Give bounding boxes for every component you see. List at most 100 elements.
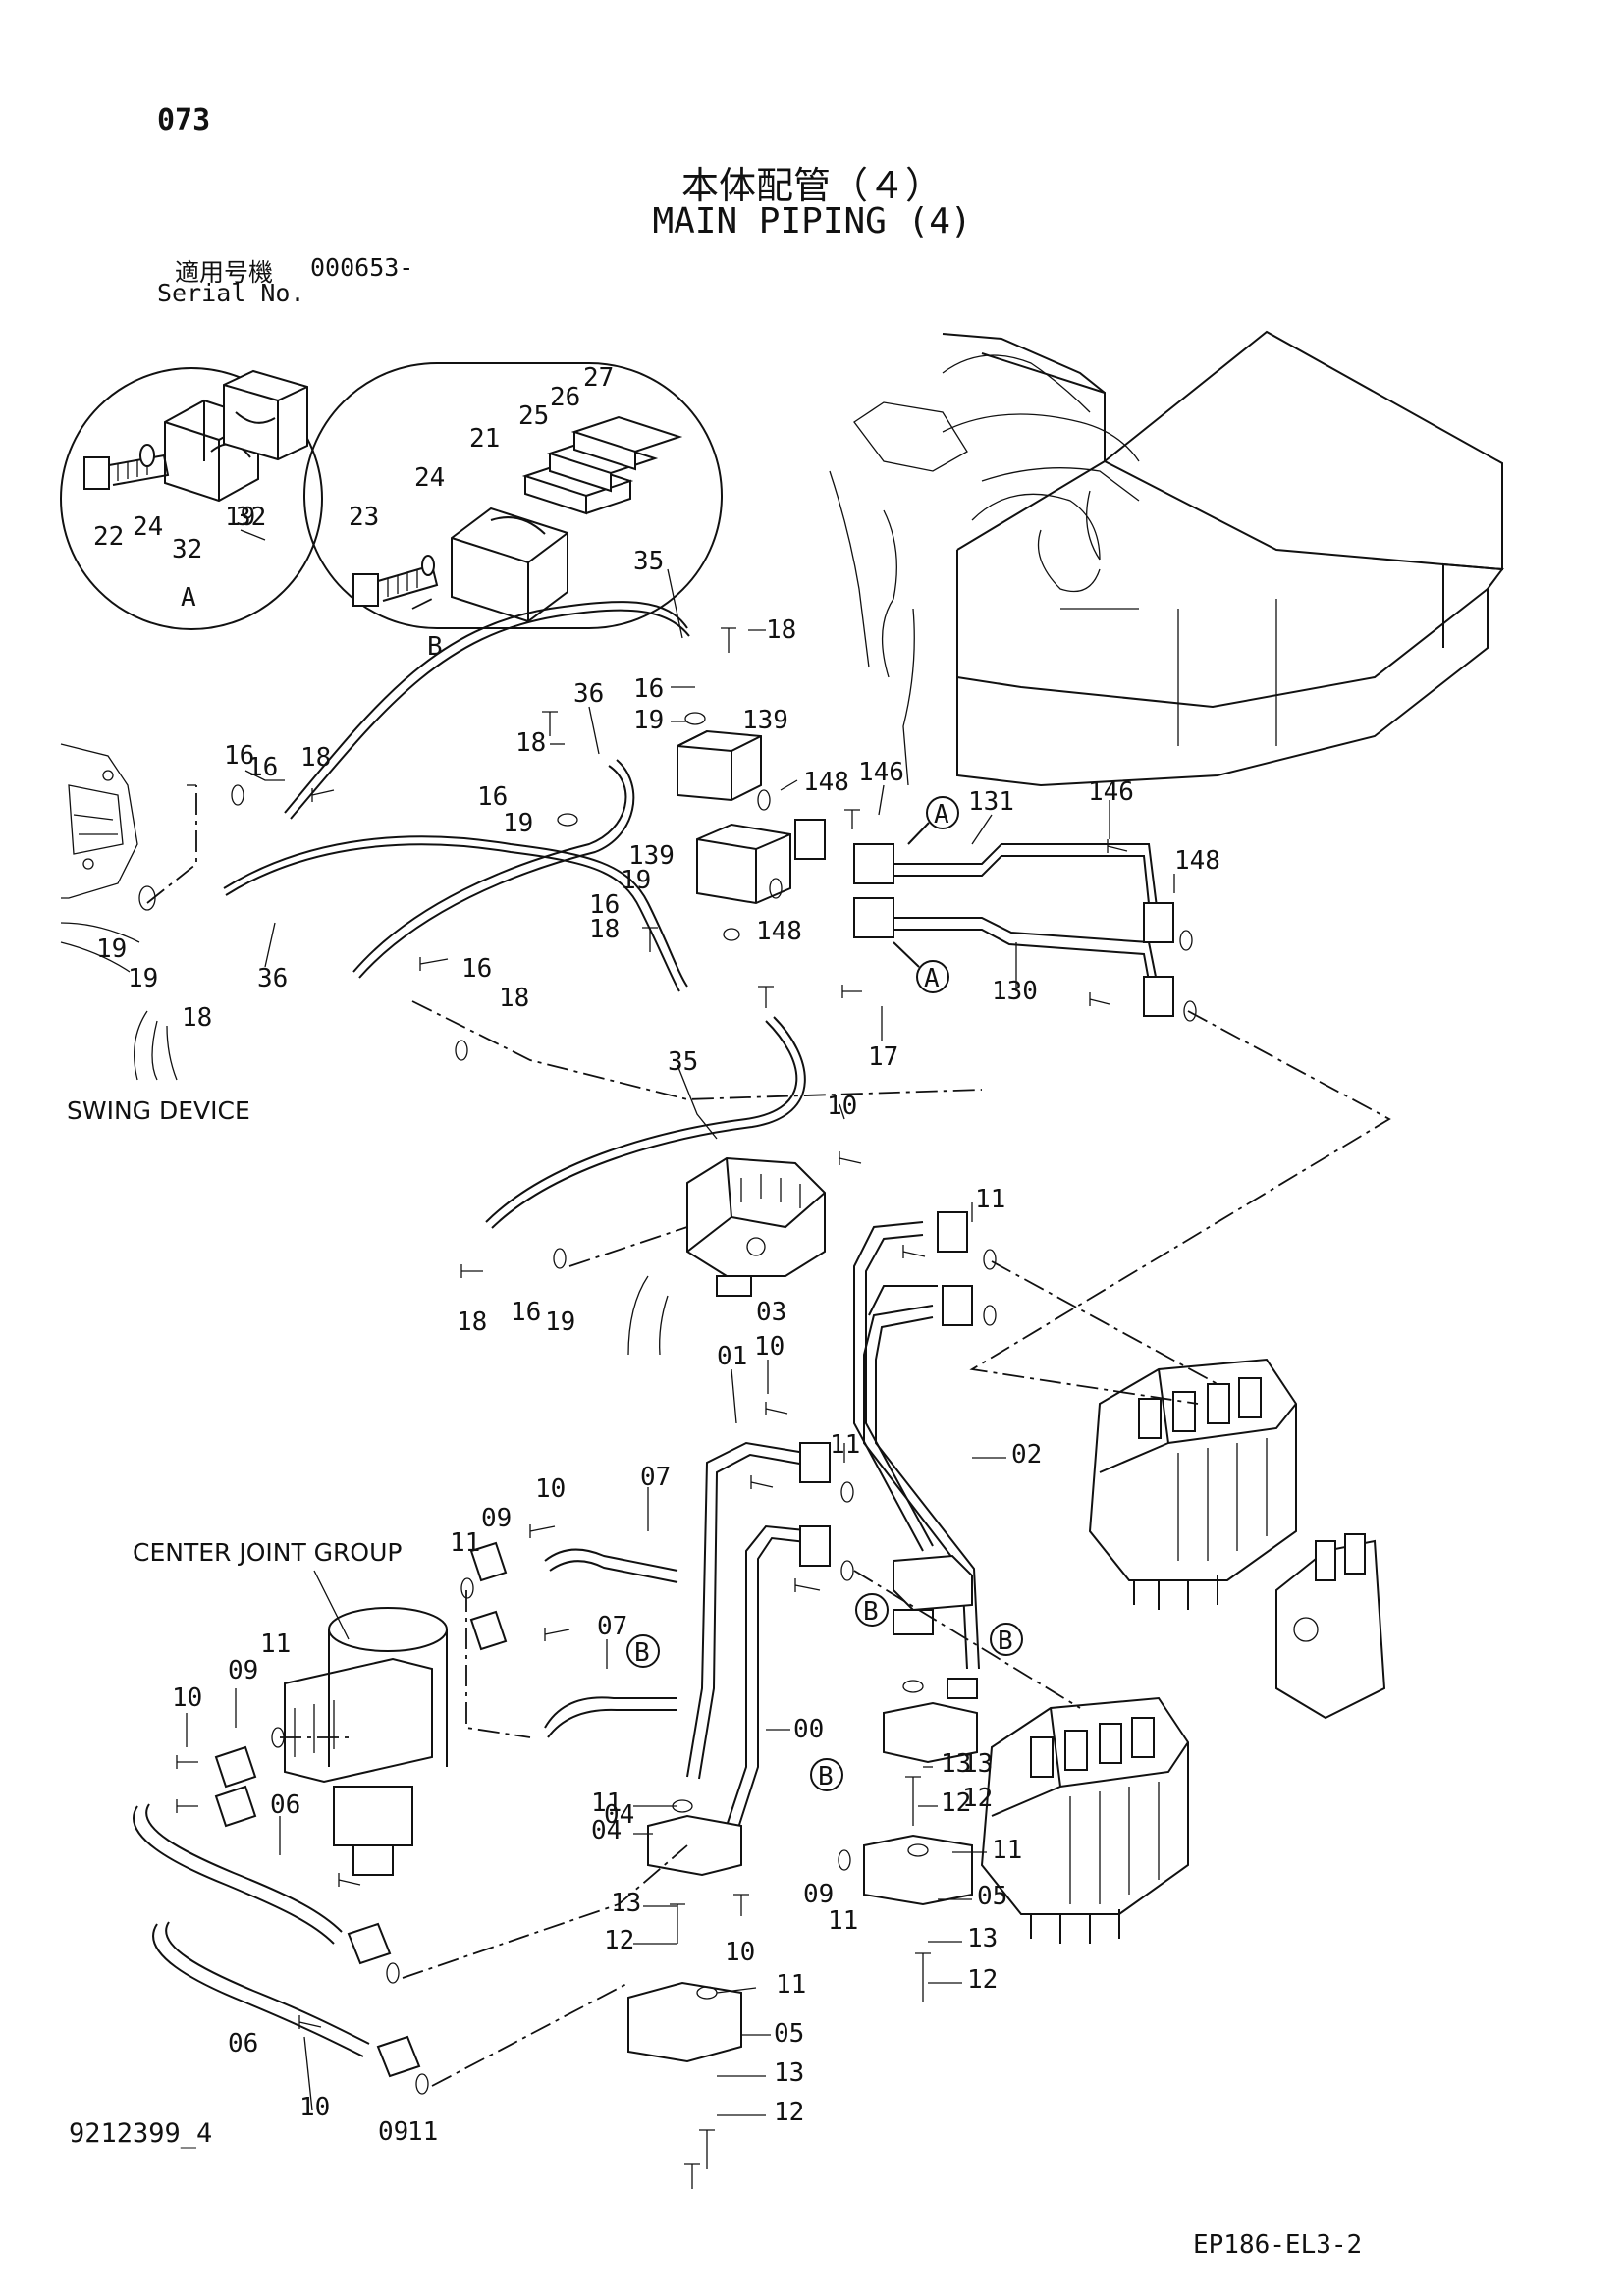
- callout: 18: [300, 743, 331, 773]
- detail-b-clamp: [451, 507, 568, 623]
- hose-35-lower: [485, 1016, 806, 1229]
- detail-a-bolt: [83, 444, 170, 490]
- section-marker-b-3[interactable]: B: [626, 1634, 660, 1668]
- hose-06-upper: [133, 1803, 343, 1945]
- callout: 16: [511, 1298, 541, 1327]
- callout: 05: [774, 2019, 804, 2049]
- callout: 131: [968, 787, 1014, 817]
- callout: 24: [133, 512, 163, 542]
- detail-b-bubble[interactable]: [303, 362, 723, 629]
- section-marker-a-upper[interactable]: A: [907, 796, 959, 845]
- hose-36-mid: [352, 759, 635, 979]
- callout: 06: [270, 1790, 300, 1820]
- callout: 130: [992, 977, 1038, 1006]
- svg-text:B: B: [634, 1638, 650, 1668]
- callout: 16: [633, 674, 664, 704]
- svg-text:A: A: [924, 964, 940, 993]
- callout: 23: [349, 503, 379, 532]
- callout: 18: [766, 615, 796, 645]
- flange-group-lower: [214, 1541, 978, 2078]
- callout: 146: [858, 758, 904, 787]
- detail-b-shims: [521, 415, 683, 515]
- callout: 19: [545, 1308, 575, 1337]
- swing-device: [60, 743, 178, 1081]
- callout: 10: [827, 1092, 857, 1121]
- callout: 05: [977, 1882, 1007, 1911]
- section-marker-b-1[interactable]: B: [855, 1593, 889, 1627]
- callout: 07: [640, 1463, 671, 1492]
- control-valve-side: [1275, 1533, 1386, 1720]
- leader-lines: [186, 529, 1175, 2116]
- callout: 01: [717, 1342, 747, 1371]
- callout: 10: [172, 1683, 202, 1713]
- callout: 25: [518, 401, 549, 431]
- serial-label-japanese: 適用号機: [175, 258, 274, 287]
- callout: 35: [633, 547, 664, 576]
- callout: 19: [633, 706, 664, 735]
- callout: 10: [535, 1474, 566, 1504]
- callout: 11: [450, 1528, 480, 1558]
- section-marker-a-lower[interactable]: A: [893, 941, 949, 993]
- callout: 32: [236, 503, 266, 532]
- callout: 10: [725, 1938, 755, 1967]
- callout: 19: [128, 964, 158, 993]
- svg-text:B: B: [863, 1597, 879, 1627]
- hose-36-upper: [223, 835, 688, 992]
- svg-text:A: A: [934, 800, 949, 829]
- callout: 18: [589, 915, 620, 944]
- callout: 11: [975, 1185, 1005, 1214]
- o-rings: [138, 712, 1197, 2095]
- callout: 16: [247, 753, 278, 782]
- section-marker-b-2[interactable]: B: [990, 1623, 1023, 1656]
- callout: 13: [967, 1924, 998, 1953]
- hose-06-lower: [152, 1921, 370, 2057]
- hose-07-lower: [544, 1696, 677, 1738]
- pipe-131: [893, 843, 1160, 924]
- center-joint: [284, 1607, 448, 1876]
- pipe-130: [893, 917, 1160, 992]
- callout: 19: [621, 866, 651, 895]
- page-title-japanese: 本体配管（４）: [680, 164, 943, 207]
- callout: 19: [96, 934, 127, 964]
- drawing-number: 9212399_4: [69, 2118, 213, 2149]
- callout: 19: [225, 503, 255, 532]
- pilot-valve-block: [627, 1156, 826, 1356]
- callout: 36: [573, 679, 604, 709]
- detail-a-bubble[interactable]: [60, 367, 323, 630]
- callout: 11: [260, 1629, 291, 1659]
- callout: 13: [941, 1749, 971, 1779]
- center-joint-group-label: CENTER JOINT GROUP: [133, 1538, 402, 1567]
- callout: 13: [962, 1749, 993, 1779]
- callout: 07: [597, 1612, 627, 1641]
- callout: 18: [499, 984, 529, 1013]
- callout: 00: [793, 1715, 824, 1744]
- serial-label: Serial No.: [157, 279, 305, 307]
- detail-a-clamp: [164, 369, 308, 503]
- detail-b-letter: B: [427, 632, 443, 662]
- callout: 12: [941, 1789, 971, 1818]
- callout: 03: [756, 1298, 786, 1327]
- callout: 11: [591, 1789, 622, 1818]
- callout: 35: [668, 1047, 698, 1077]
- section-marker-b-4[interactable]: B: [810, 1758, 843, 1791]
- callout: 22: [93, 522, 124, 552]
- callout: 10: [754, 1332, 785, 1362]
- callout: 21: [469, 424, 500, 454]
- callout: 139: [742, 706, 788, 735]
- callout: 09: [378, 2117, 408, 2147]
- connection-lines: [146, 598, 1391, 2087]
- callout: 13: [611, 1889, 641, 1918]
- callout: 09: [803, 1880, 834, 1909]
- model-code: EP186-EL3-2: [1193, 2230, 1363, 2260]
- callout: 12: [604, 1926, 634, 1955]
- callout: 19: [503, 809, 533, 838]
- callout: 148: [803, 768, 849, 797]
- callout: 26: [550, 383, 580, 412]
- callout: 12: [967, 1965, 998, 1995]
- callout: 02: [1011, 1440, 1042, 1469]
- callout: 11: [828, 1906, 858, 1936]
- swing-device-label: SWING DEVICE: [67, 1096, 250, 1125]
- center-joint-leader: [313, 1570, 350, 1640]
- callout: 11: [776, 1970, 806, 2000]
- callout: 09: [481, 1504, 512, 1533]
